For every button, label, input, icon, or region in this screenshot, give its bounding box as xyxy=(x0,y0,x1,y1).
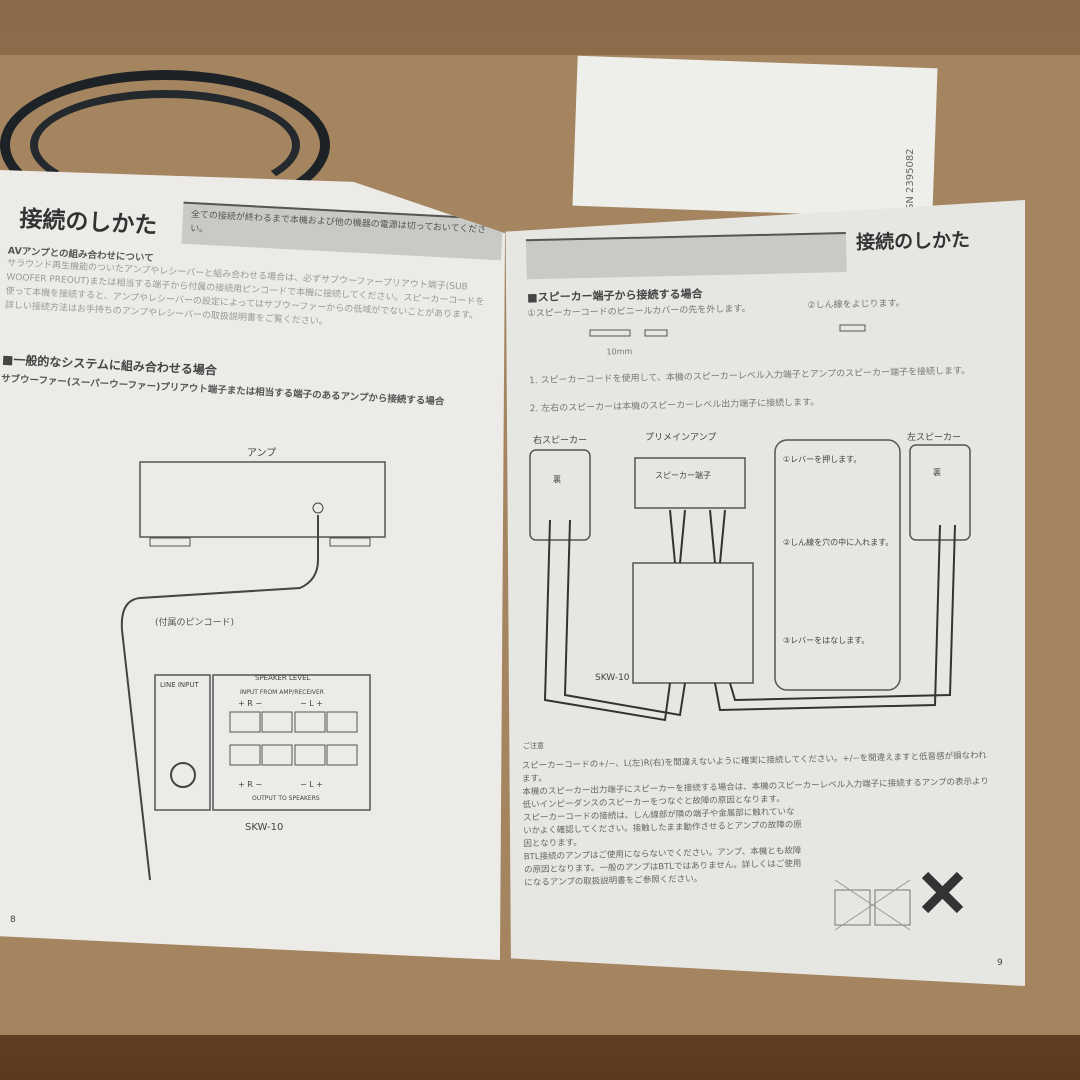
page-number: 8 xyxy=(10,915,16,925)
black-cable xyxy=(0,70,330,220)
lever-step-3: ③レバーをはなします。 xyxy=(783,636,869,645)
svg-text:裏: 裏 xyxy=(933,467,941,477)
svg-text:+ R −: + R − xyxy=(238,780,262,789)
svg-text:− L +: − L + xyxy=(300,780,323,789)
svg-text:− L +: − L + xyxy=(300,699,323,708)
line-input-jack xyxy=(170,762,196,788)
amp-label: アンプ xyxy=(247,447,276,459)
output-label: OUTPUT TO SPEAKERS xyxy=(252,795,320,802)
speaker-cables xyxy=(543,519,956,722)
caution-label: ご注意 xyxy=(523,741,544,750)
left-page: 接続のしかた 全ての接続が終わるまで本機および他の機器の電源は切っておいてくださ… xyxy=(0,170,505,960)
svg-text:+ R −: + R − xyxy=(238,699,262,708)
caution-list: スピーカーコードの+/−、L(左)R(右)を間違えないように確実に接続してくださ… xyxy=(522,750,995,891)
amp-connection-diagram: アンプ (付属のピンコード) LINE INPUT SPEAKER LEVEL … xyxy=(10,447,386,925)
amp-label: プリメインアンプ xyxy=(645,432,716,443)
right-speaker-label: 右スピーカー xyxy=(533,434,587,446)
amplifier xyxy=(634,457,746,509)
short-circuit-warning-icon xyxy=(834,879,911,931)
lever-instructions-box xyxy=(774,439,901,691)
x-mark-icon xyxy=(921,871,964,914)
speaker-connection-diagram: 右スピーカー プリメインアンプ 左スピーカー 裏 裏 スピーカー端子 SKW-1… xyxy=(523,324,1003,968)
lever-step-2: ②しん線を穴の中に入れます。 xyxy=(783,537,893,547)
svg-text:裏: 裏 xyxy=(553,474,561,484)
skw10-terminal-panel xyxy=(632,562,754,684)
serial-number: SN 2395082 xyxy=(905,148,916,210)
left-speaker-label: 左スピーカー xyxy=(907,431,961,443)
paper-sheet xyxy=(572,55,938,219)
model-label: SKW-10 xyxy=(245,822,283,833)
model-label: SKW-10 xyxy=(595,673,630,683)
black-cable-loop xyxy=(30,90,300,200)
line-input-label: LINE INPUT xyxy=(160,681,199,689)
svg-text:スピーカー端子: スピーカー端子 xyxy=(655,470,711,480)
pin-cord xyxy=(120,515,319,881)
input-label: INPUT FROM AMP/RECEIVER xyxy=(240,689,324,696)
right-speaker xyxy=(529,449,591,541)
speaker-level-label: SPEAKER LEVEL xyxy=(255,674,311,682)
right-page: 接続のしかた ■スピーカー端子から接続する場合 ①スピーカーコードのビニールカバ… xyxy=(505,200,1025,987)
caution-item: スピーカーコードの接続は、しん線部が隣の端子や金属部に触れていないかよく確認して… xyxy=(522,807,802,850)
speaker-terminals xyxy=(229,711,358,766)
amplifier-drawing xyxy=(139,461,386,538)
caution-item: BTL接続のアンプはご使用にならないでください。アンプ、本機とも故障の原因となり… xyxy=(523,846,802,889)
page-number: 9 xyxy=(997,958,1003,968)
cord-label: (付属のピンコード) xyxy=(155,617,234,628)
lever-step-1: ①レバーを押します。 xyxy=(783,454,861,464)
